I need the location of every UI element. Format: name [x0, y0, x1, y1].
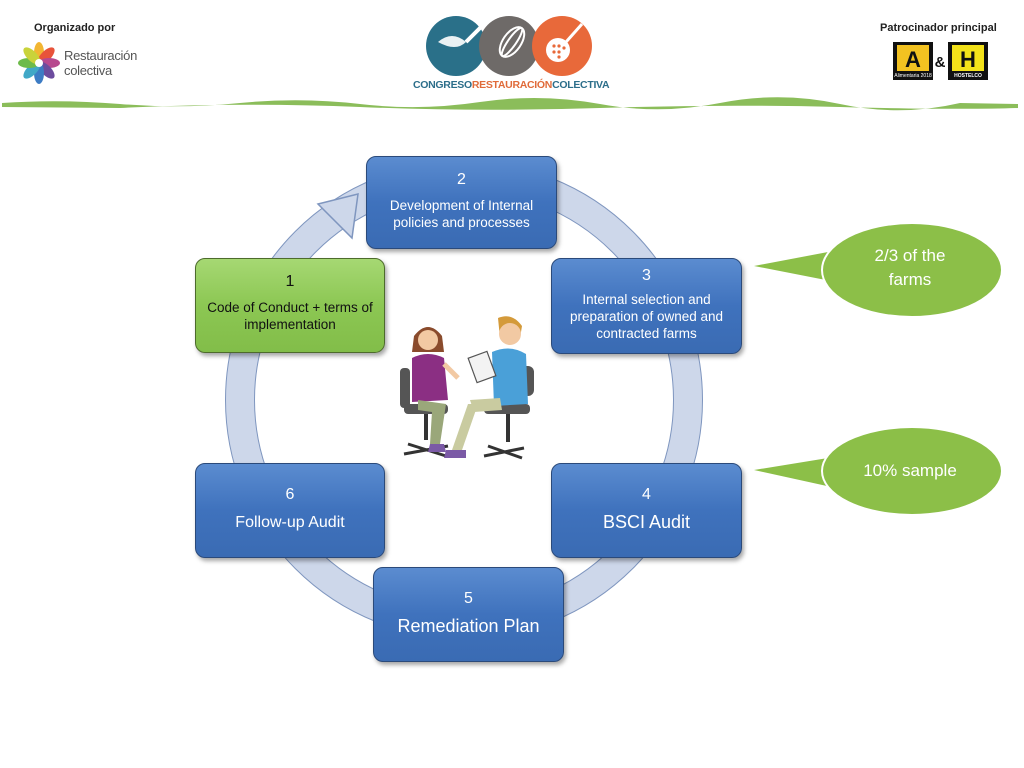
- step-1-number: 1: [285, 273, 295, 290]
- step-6-text: Follow-up Audit: [235, 514, 345, 531]
- svg-text:Alimentaria 2018: Alimentaria 2018: [894, 73, 932, 79]
- svg-text:A: A: [905, 47, 921, 72]
- organizer-name-line2: colectiva: [64, 63, 112, 78]
- step-2-number: 2: [457, 171, 466, 188]
- step-3-box: 3 Internal selection and preparation of …: [551, 258, 742, 354]
- congress-name: CONGRESORESTAURACIÓNCOLECTIVA: [413, 79, 610, 91]
- step-2-text: Development of Internal policies and pro…: [389, 198, 534, 230]
- step-1-box: 1 Code of Conduct + terms of implementat…: [195, 258, 385, 353]
- step-1-text: Code of Conduct + terms of implementatio…: [207, 300, 373, 332]
- step-5-number: 5: [464, 590, 473, 607]
- organizer-name-line1: Restauración: [64, 48, 137, 63]
- step-3-text: Internal selection and preparation of ow…: [569, 292, 724, 341]
- organizer-label: Organizado por: [34, 22, 116, 34]
- step-5-text: Remediation Plan: [397, 616, 540, 636]
- step-2-box: 2 Development of Internal policies and p…: [366, 156, 557, 249]
- svg-text:HOSTELCO: HOSTELCO: [954, 73, 982, 79]
- svg-text:H: H: [960, 47, 976, 72]
- step-3-number: 3: [642, 267, 651, 284]
- step-4-text: BSCI Audit: [602, 512, 691, 532]
- step-6-number: 6: [285, 486, 295, 503]
- step-4-number: 4: [642, 486, 651, 503]
- step-4-box: 4 BSCI Audit: [551, 463, 742, 558]
- step-5-box: 5 Remediation Plan: [373, 567, 564, 662]
- callout-bubble-1: [754, 222, 1003, 318]
- step-6-box: 6 Follow-up Audit: [195, 463, 385, 558]
- sponsor-label: Patrocinador principal: [880, 22, 997, 34]
- interview-illustration: [400, 316, 534, 460]
- cycle-arrowhead: [316, 193, 359, 240]
- green-divider: [2, 97, 1018, 111]
- restauracion-colectiva-logo: Restauración colectiva: [16, 40, 146, 90]
- svg-text:&: &: [935, 54, 946, 71]
- congreso-logo: [408, 12, 618, 96]
- callout-2-text: 10% sample: [863, 461, 957, 480]
- sponsor-logo: A Alimentaria 2018 & H HOSTELCO: [893, 42, 993, 82]
- callout-1-text: 2/3 of the farms: [874, 246, 946, 289]
- flower-logo-icon: [18, 42, 60, 84]
- callout-bubble-2: [754, 426, 1003, 516]
